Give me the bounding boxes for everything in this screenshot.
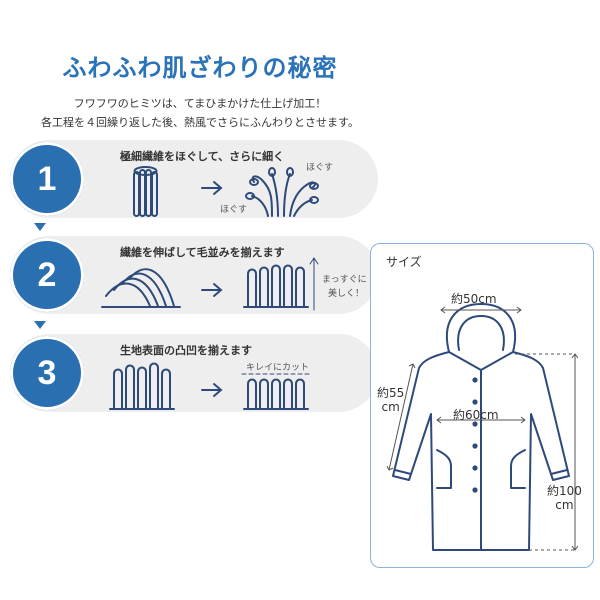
step-label: 生地表面の凸凹を揃えます xyxy=(120,344,252,357)
intro-line-1: フワフワのヒミツは、てまひまかけた仕上げ加工！ xyxy=(73,97,327,110)
step-3-illustration xyxy=(109,362,313,410)
step-number: 3 xyxy=(10,336,84,410)
step-note: キレイにカット xyxy=(246,363,310,373)
step-note: ほぐす xyxy=(220,205,248,215)
size-sleeve: 約55 cm xyxy=(377,386,404,414)
step-1: 1 極細繊維をほぐして、さらに細く ほぐす ほぐす xyxy=(10,140,378,218)
step-1-illustration xyxy=(133,166,319,217)
step-2: 2 繊維を伸ばして毛並みを揃えます まっすぐに 美しく！ xyxy=(10,236,378,314)
size-chest: 約60cm xyxy=(453,408,499,422)
size-length-value: 約100 xyxy=(547,484,582,498)
intro-line-2: 各工程を４回繰り返した後、熱風でさらにふんわりとさせます。 xyxy=(41,116,359,129)
page-title: ふわふわ肌ざわりの秘密 xyxy=(62,54,338,82)
size-width: 約50cm xyxy=(451,292,497,306)
down-arrow-icon xyxy=(34,223,46,231)
size-title: サイズ xyxy=(386,255,422,269)
down-arrow-icon xyxy=(34,321,46,329)
step-2-illustration xyxy=(101,257,319,311)
size-length: 約100 cm xyxy=(547,484,582,512)
size-sleeve-unit: cm xyxy=(381,400,400,414)
step-label: 極細繊維をほぐして、さらに細く xyxy=(120,150,285,163)
step-note: まっすぐに xyxy=(322,275,367,285)
step-number: 2 xyxy=(10,238,84,312)
step-label: 繊維を伸ばして毛並みを揃えます xyxy=(120,246,285,259)
size-length-unit: cm xyxy=(555,498,574,512)
step-number: 1 xyxy=(10,142,84,216)
step-3: 3 生地表面の凸凹を揃えます キレイにカット xyxy=(10,334,378,412)
step-note: ほぐす xyxy=(306,163,334,173)
size-sleeve-value: 約55 xyxy=(377,386,405,400)
step-note: 美しく！ xyxy=(328,289,365,299)
coat-illustration xyxy=(386,303,579,551)
size-panel: サイズ xyxy=(370,243,594,568)
